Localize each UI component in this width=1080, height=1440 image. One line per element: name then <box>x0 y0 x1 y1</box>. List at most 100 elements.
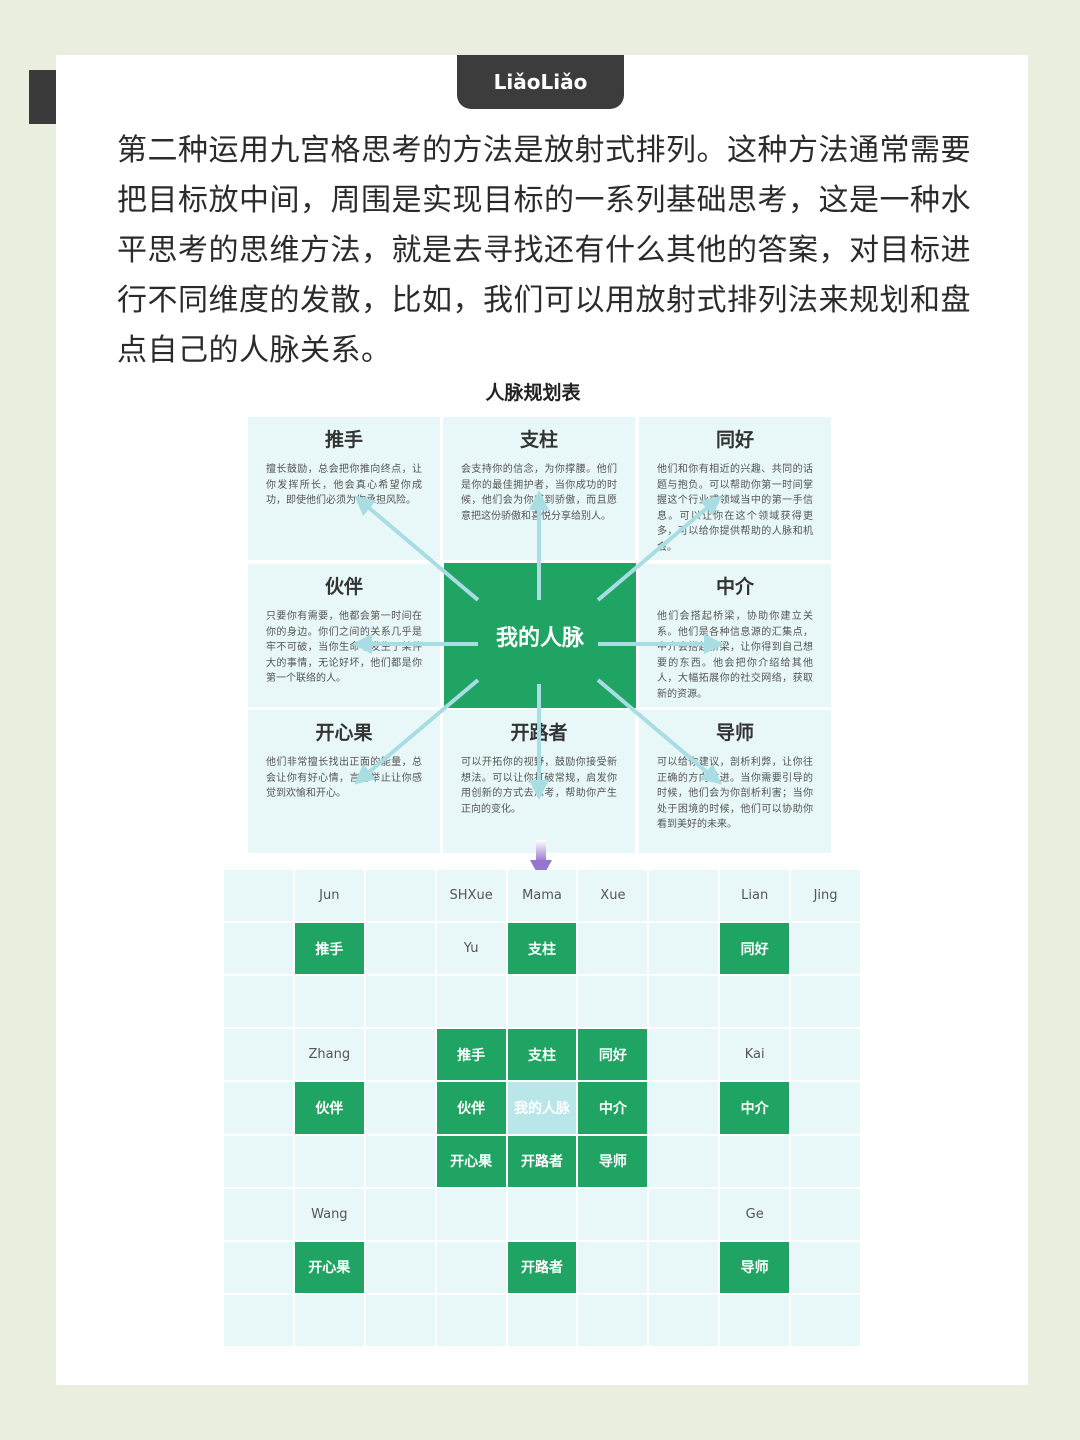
cell-title: 支柱 <box>519 429 558 451</box>
grid-cell-r3-c7: Kai <box>720 1029 790 1081</box>
grid-cell-r2-c7 <box>720 976 790 1028</box>
grid-cell-r2-c8 <box>791 976 860 1028</box>
cell-title: 推手 <box>324 429 363 451</box>
grid-cell-r2-c5 <box>578 976 648 1028</box>
side-tab <box>29 70 56 124</box>
grid-cell-r7-c8 <box>791 1241 860 1293</box>
grid-cell-r6-c5 <box>578 1188 648 1240</box>
grid-cell-r1-c8 <box>791 923 860 975</box>
grid-cell-r0-c5: Xue <box>578 870 648 922</box>
grid-cell-broker: 中介他们会搭起桥梁，协助你建立关系。他们是各种信息源的汇集点，中介会搭起桥梁，让… <box>639 564 831 707</box>
grid-cell-r4-c7: 中介 <box>720 1082 790 1134</box>
grid-cell-r1-c1: 推手 <box>294 923 364 975</box>
grid-cell-r7-c6 <box>649 1241 719 1293</box>
grid-cell-r8-c5 <box>578 1294 648 1346</box>
grid-cell-r4-c3: 伙伴 <box>436 1082 506 1134</box>
grid-cell-r4-c5: 中介 <box>578 1082 648 1134</box>
grid-cell-r0-c3: SHXue <box>436 870 506 922</box>
grid-cell-r4-c8 <box>791 1082 860 1134</box>
cell-title: 同好 <box>715 429 754 451</box>
intro-paragraph: 第二种运用九宫格思考的方法是放射式排列。这种方法通常需要把目标放中间，周围是实现… <box>117 133 971 368</box>
grid-cell-r7-c4: 开路者 <box>507 1241 577 1293</box>
grid-cell-r4-c2 <box>365 1082 435 1134</box>
grid-cell-r8-c2 <box>365 1294 435 1346</box>
grid-cell-r6-c6 <box>649 1188 719 1240</box>
cell-title: 中介 <box>715 576 754 598</box>
grid-cell-r5-c8 <box>791 1135 860 1187</box>
grid-cell-r3-c4: 支柱 <box>507 1029 577 1081</box>
arrow-bottom-left <box>354 678 480 785</box>
grid-cell-r8-c8 <box>791 1294 860 1346</box>
grid-cell-r1-c0 <box>224 923 293 975</box>
grid-cell-r5-c5: 导师 <box>578 1135 648 1187</box>
grid-cell-r0-c8: Jing <box>791 870 860 922</box>
grid-cell-r6-c0 <box>224 1188 293 1240</box>
grid-cell-r5-c2 <box>365 1135 435 1187</box>
grid-cell-r1-c6 <box>649 923 719 975</box>
logo: LiǎoLiǎo <box>457 55 624 109</box>
grid-cell-r4-c0 <box>224 1082 293 1134</box>
grid-cell-r1-c4: 支柱 <box>507 923 577 975</box>
grid-cell-r2-c1 <box>294 976 364 1028</box>
grid-cell-r0-c6 <box>649 870 719 922</box>
cell-title: 伙伴 <box>324 576 363 598</box>
grid-cell-r7-c5 <box>578 1241 648 1293</box>
grid-cell-pillar: 支柱会支持你的信念，为你撑腰。他们是你的最佳拥护者，当你成功的时候，他们会为你感… <box>443 417 635 560</box>
grid-cell-r3-c8 <box>791 1029 860 1081</box>
grid-cell-r5-c3: 开心果 <box>436 1135 506 1187</box>
grid-cell-r2-c6 <box>649 976 719 1028</box>
grid-cell-r3-c2 <box>365 1029 435 1081</box>
grid-cell-r8-c1 <box>294 1294 364 1346</box>
grid-cell-r3-c5: 同好 <box>578 1029 648 1081</box>
grid-cell-r1-c7: 同好 <box>720 923 790 975</box>
grid-cell-r7-c7: 导师 <box>720 1241 790 1293</box>
cell-description: 他们会搭起桥梁，协助你建立关系。他们是各种信息源的汇集点，中介会搭起桥梁，让你得… <box>657 611 813 700</box>
grid-cell-r1-c5 <box>578 923 648 975</box>
grid-cell-r4-c1: 伙伴 <box>294 1082 364 1134</box>
cell-description: 他们和你有相近的兴趣、共同的话题与抱负。可以帮助你第一时间掌握这个行业或领域当中… <box>657 464 813 553</box>
grid-cell-r6-c7: Ge <box>720 1188 790 1240</box>
grid-cell-r3-c3: 推手 <box>436 1029 506 1081</box>
cell-description: 只要你有需要，他都会第一时间在你的身边。你们之间的关系几乎是牢不可破，当你生命中… <box>266 611 422 684</box>
cell-description: 他们非常擅长找出正面的能量，总会让你有好心情，言行举止让你感觉到欢愉和开心。 <box>266 757 422 799</box>
grid-cell-r0-c0 <box>224 870 293 922</box>
chart-title: 人脉规划表 <box>485 382 581 404</box>
grid-cell-r0-c1: Jun <box>294 870 364 922</box>
grid-cell-r6-c2 <box>365 1188 435 1240</box>
grid-cell-r8-c6 <box>649 1294 719 1346</box>
grid-cell-r5-c4: 开路者 <box>507 1135 577 1187</box>
grid-cell-r4-c4: 我的人脉 <box>507 1082 577 1134</box>
arrow-bottom-right <box>596 678 722 785</box>
grid-cell-r0-c7: Lian <box>720 870 790 922</box>
arrow-top-right <box>596 495 722 602</box>
grid-cell-pusher: 推手擅长鼓励，总会把你推向终点，让你发挥所长，他会真心希望你成功，即使他们必须为… <box>248 417 440 560</box>
grid-cell-r5-c0 <box>224 1135 293 1187</box>
grid-cell-r6-c3 <box>436 1188 506 1240</box>
grid-cell-partner: 伙伴只要你有需要，他都会第一时间在你的身边。你们之间的关系几乎是牢不可破，当你生… <box>248 564 440 707</box>
grid-cell-r8-c0 <box>224 1294 293 1346</box>
grid-cell-r0-c4: Mama <box>507 870 577 922</box>
grid-cell-r2-c0 <box>224 976 293 1028</box>
grid-cell-r4-c6 <box>649 1082 719 1134</box>
grid-cell-r8-c4 <box>507 1294 577 1346</box>
grid-cell-r8-c3 <box>436 1294 506 1346</box>
arrow-top-left <box>354 495 480 602</box>
grid-cell-r6-c1: Wang <box>294 1188 364 1240</box>
grid-cell-cheerer: 开心果他们非常擅长找出正面的能量，总会让你有好心情，言行举止让你感觉到欢愉和开心… <box>248 710 440 853</box>
grid-cell-r7-c0 <box>224 1241 293 1293</box>
grid-cell-r1-c3: Yu <box>436 923 506 975</box>
grid-cell-r7-c3 <box>436 1241 506 1293</box>
grid-cell-r2-c3 <box>436 976 506 1028</box>
grid-cell-r8-c7 <box>720 1294 790 1346</box>
cell-description: 可以给你建议，剖析利弊，让你往正确的方向前进。当你需要引导的时候，他们会为你剖析… <box>657 757 813 830</box>
grid-cell-mentor: 导师可以给你建议，剖析利弊，让你往正确的方向前进。当你需要引导的时候，他们会为你… <box>639 710 831 853</box>
grid-cell-r3-c6 <box>649 1029 719 1081</box>
grid-cell-r3-c1: Zhang <box>294 1029 364 1081</box>
grid-cell-r5-c6 <box>649 1135 719 1187</box>
grid-cell-r7-c2 <box>365 1241 435 1293</box>
grid-cell-r3-c0 <box>224 1029 293 1081</box>
cell-title: 开心果 <box>315 722 373 744</box>
grid-cell-r1-c2 <box>365 923 435 975</box>
grid-cell-r7-c1: 开心果 <box>294 1241 364 1293</box>
